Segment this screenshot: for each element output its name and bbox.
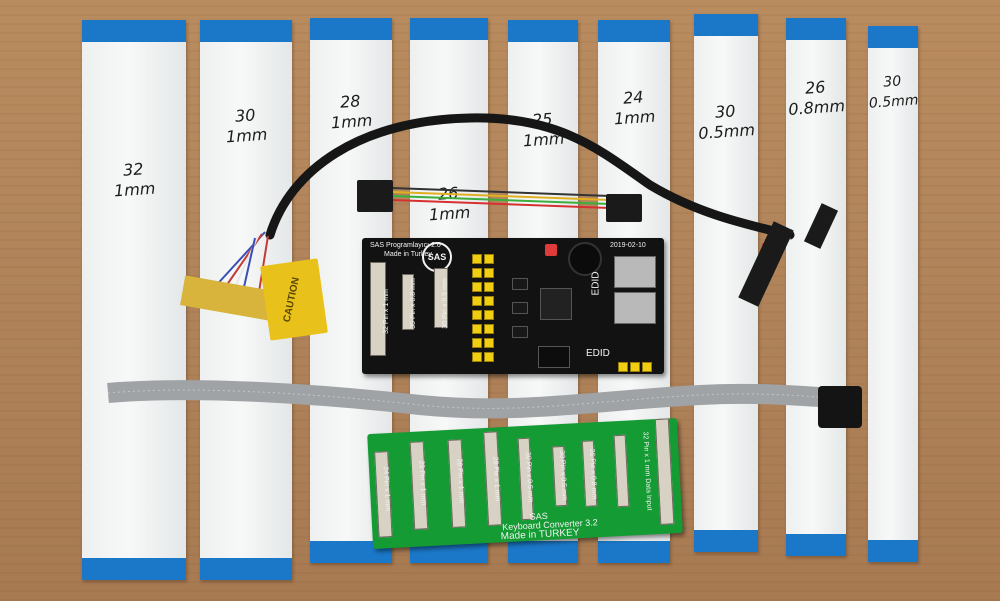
programmer-slot-label-2: 30 Pin x 0.8 mm: [409, 278, 417, 329]
buzzer: [568, 242, 602, 276]
jumper-connector-left: [357, 180, 393, 212]
ribbon-idc-connector: [818, 386, 862, 428]
lvds-harness-wire: [265, 113, 795, 240]
converter-slot-label-3: 26 Pin x 1 mm: [455, 458, 465, 504]
converter-slot-label-2: 25 Pin x 1 mm: [417, 460, 427, 506]
converter-slot-label-8: 32 Pin x 1 mm Data Input: [641, 431, 653, 511]
edid-label-1: EDID: [590, 271, 602, 296]
kapton-caution-text: CAUTION: [281, 276, 302, 324]
chip-c: [512, 326, 528, 338]
edid-label-2: EDID: [586, 348, 610, 359]
connector-slot-1: [370, 262, 386, 356]
kapton-tape: CAUTION: [260, 258, 328, 341]
sas-logo-text: SAS: [427, 252, 447, 262]
connector-slot-3: [434, 268, 448, 328]
programmer-slot-label-3: 30 Pin x 0.5 mm: [441, 278, 449, 329]
converter-slot-label-4: 28 Pin x 1 mm: [491, 456, 501, 502]
keyboard-converter-board: 24 Pin x 1 mm 25 Pin x 1 mm 26 Pin x 1 m…: [367, 417, 683, 550]
grey-ribbon-cable: [107, 380, 836, 419]
converter-slot-8: [613, 434, 630, 508]
jumper-connector-right: [606, 194, 642, 222]
jumper-wires: [391, 187, 611, 197]
usb-port-bottom: [614, 292, 656, 324]
reset-button: [545, 244, 557, 256]
converter-slot-label-5: 30 Pin x 0.5 mm: [524, 451, 534, 503]
converter-slot-label-6: 30 Pin x 0.5 mm: [558, 450, 568, 501]
usb-port-top: [614, 256, 656, 288]
programmer-title: SAS Programlayıcı 2.6: [370, 242, 441, 249]
mcu-chip: [540, 288, 572, 320]
programmer-slot-label-1: 32 Pin x 1 mm: [382, 289, 390, 334]
converter-input-slot: [654, 418, 675, 525]
converter-slot-label-1: 24 Pin x 1 mm: [381, 466, 392, 512]
programmer-board: SAS Programlayıcı 2.6 Made in Turkey SAS…: [362, 238, 664, 374]
converter-slot-label-7: 26 Pin x 0.8 mm: [588, 448, 598, 500]
connector-slot-2: [402, 274, 414, 330]
chip-a: [512, 278, 528, 290]
programmer-subtitle: Made in Turkey: [384, 251, 432, 258]
programmer-date: 2019-02-10: [610, 242, 646, 249]
idc-header: [538, 346, 570, 368]
chip-b: [512, 302, 528, 314]
